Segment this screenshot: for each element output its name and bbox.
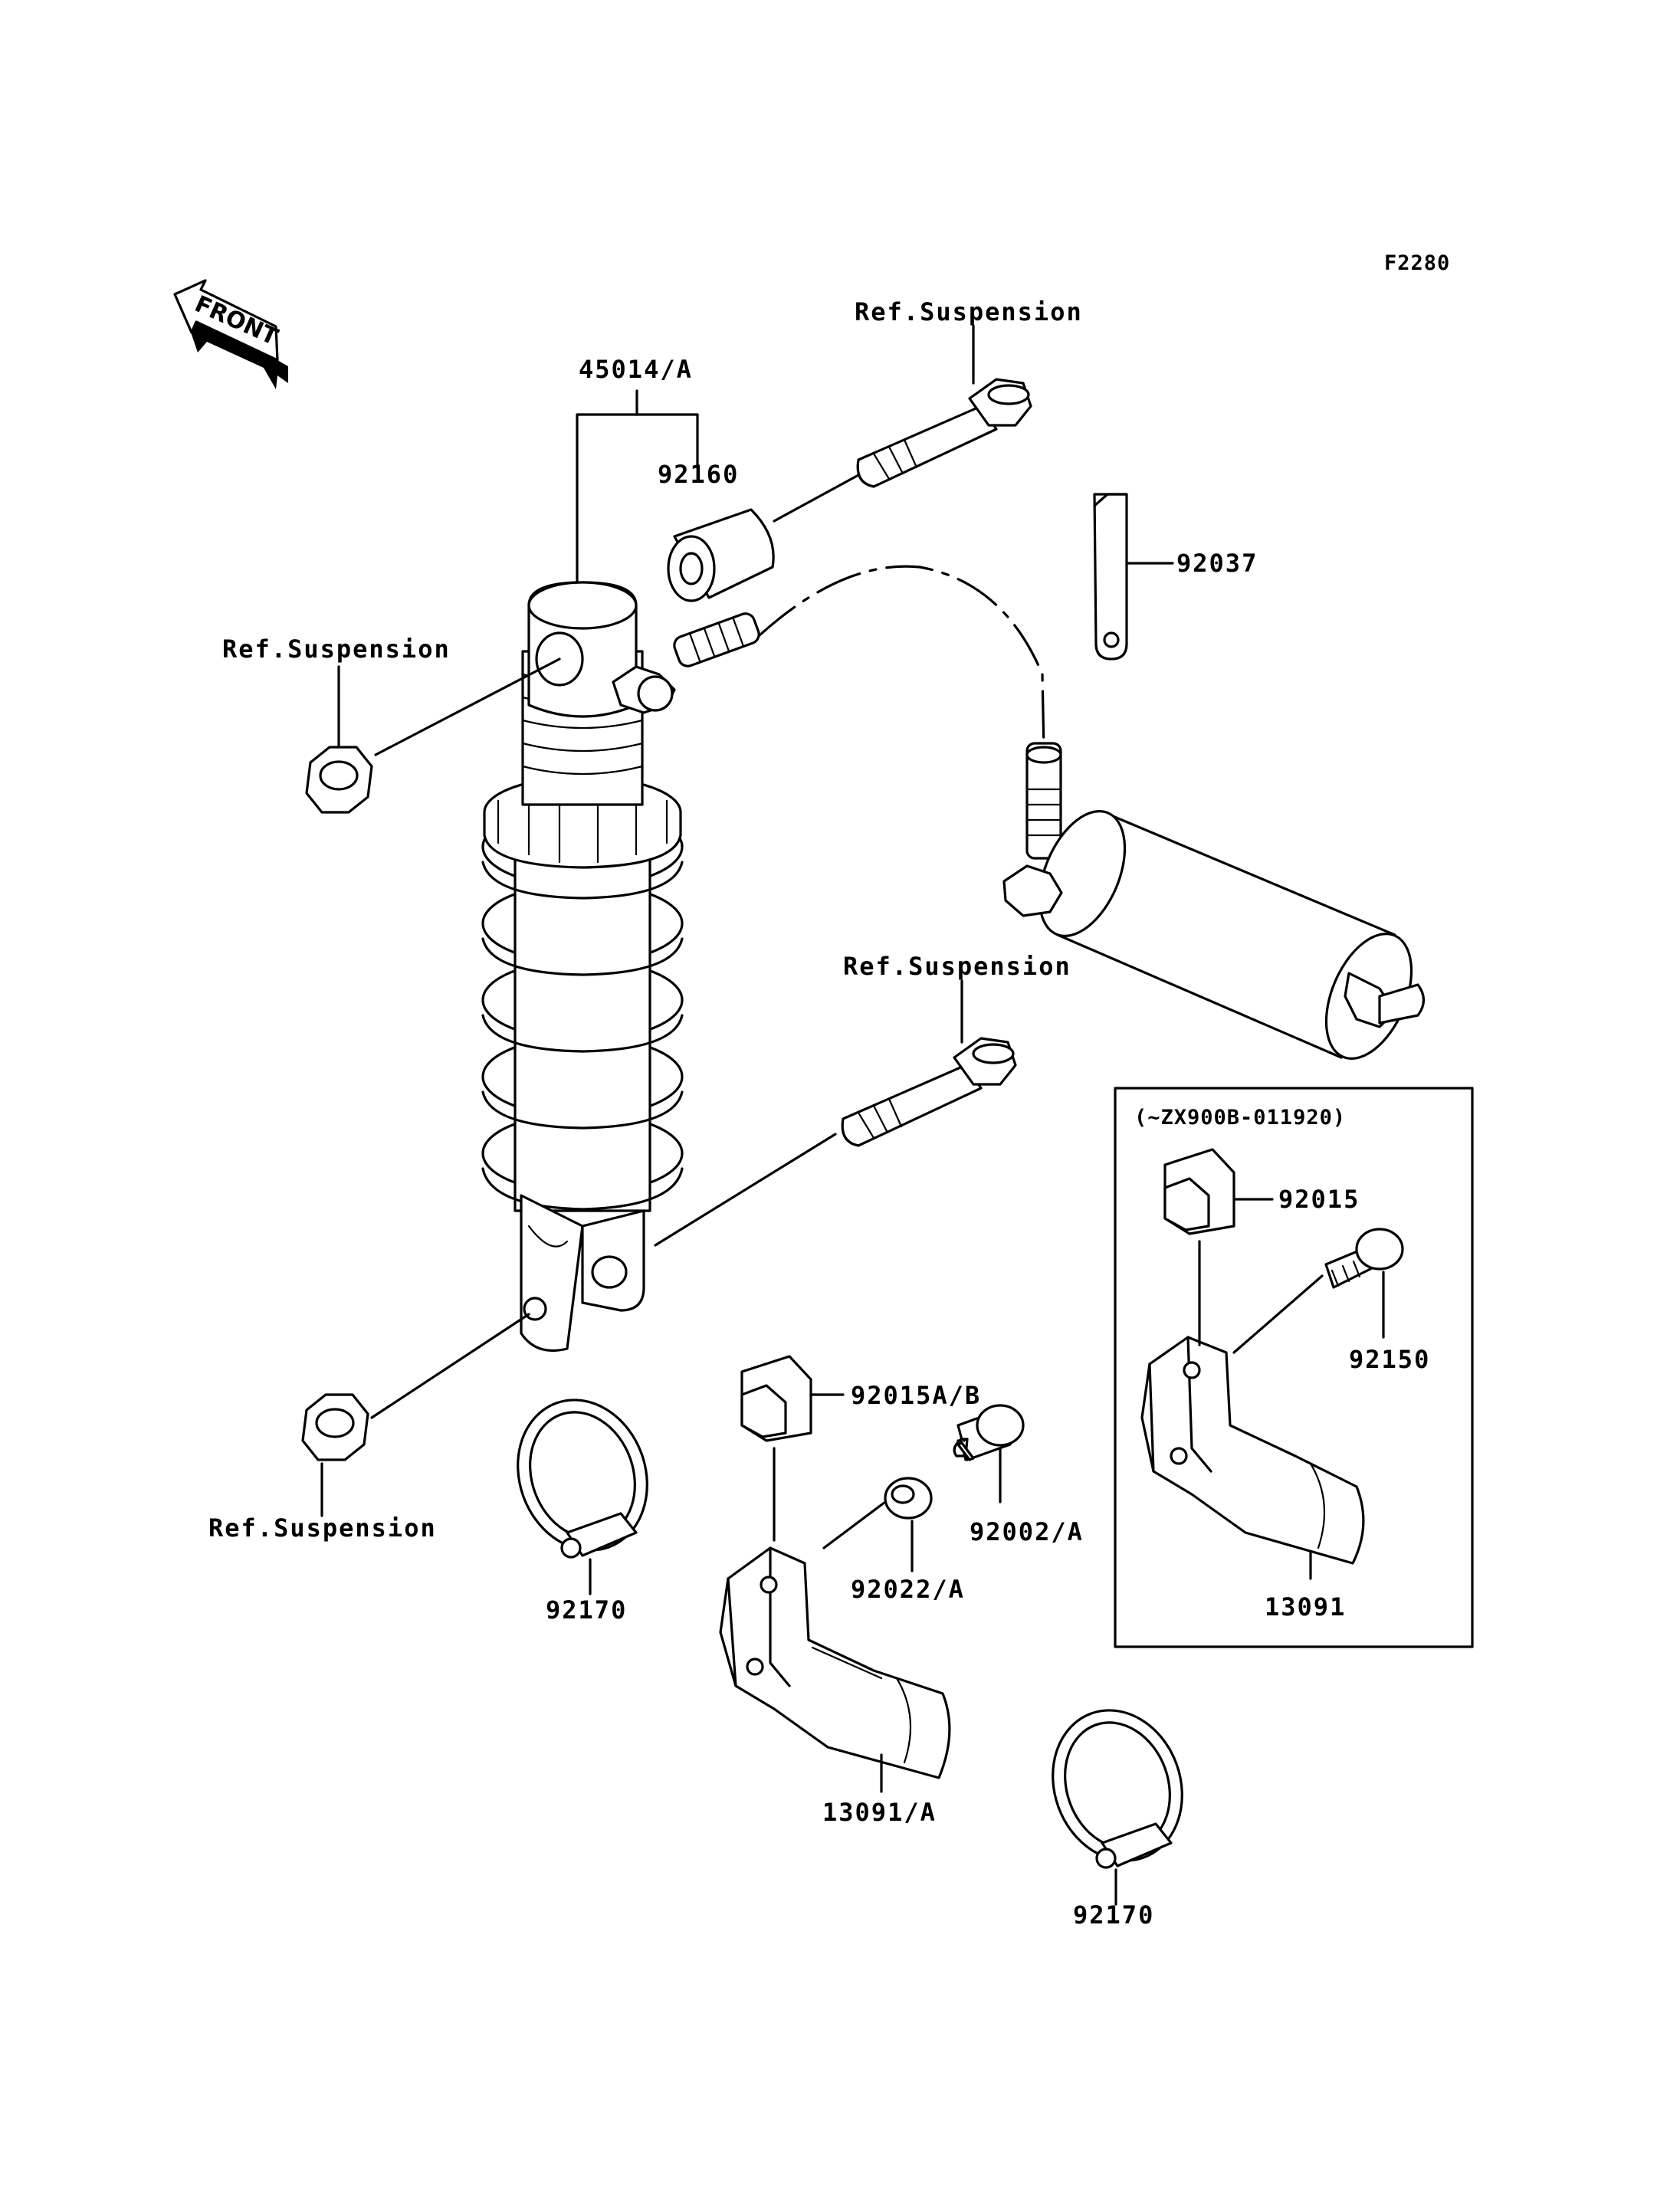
bolt-bottom xyxy=(841,1037,1017,1147)
label-92015: 92015 xyxy=(1278,1185,1360,1214)
label-92170-bottom: 92170 xyxy=(1073,1900,1154,1930)
variant-box-title: (~ZX900B-011920) xyxy=(1134,1106,1346,1130)
label-92160: 92160 xyxy=(658,460,739,489)
label-92150: 92150 xyxy=(1349,1345,1430,1374)
nut-top xyxy=(305,746,373,814)
cover-main xyxy=(719,1546,951,1779)
nut-clip-main xyxy=(740,1355,812,1442)
bolt-top xyxy=(856,378,1032,488)
cover-box xyxy=(1140,1336,1365,1565)
nut-clip-box xyxy=(1163,1148,1235,1235)
label-92002a: 92002/A xyxy=(970,1517,1084,1546)
bolt-box xyxy=(1324,1228,1404,1289)
label-92015ab: 92015A/B xyxy=(851,1381,981,1410)
front-arrow-icon: FRONT xyxy=(173,279,288,389)
leader-lines xyxy=(320,324,1385,1906)
label-ref-suspension-top-bolt: Ref.Suspension xyxy=(855,297,1083,326)
shock-absorber xyxy=(481,581,684,1353)
bolt-main-shaft xyxy=(956,1439,975,1461)
nut-bottom xyxy=(301,1393,369,1461)
reservoir xyxy=(673,565,1426,1060)
label-ref-suspension-top-nut: Ref.Suspension xyxy=(222,635,451,664)
label-13091a: 13091/A xyxy=(822,1798,937,1827)
label-ref-suspension-bottom-nut: Ref.Suspension xyxy=(208,1513,437,1543)
labels: 45014/A 92160 Ref.Suspension Ref.Suspens… xyxy=(208,297,1430,1930)
label-92022a: 92022/A xyxy=(851,1575,965,1604)
label-92037: 92037 xyxy=(1176,549,1258,578)
label-13091: 13091 xyxy=(1265,1592,1346,1622)
diagram-code: F2280 xyxy=(1384,251,1450,275)
label-92170-left: 92170 xyxy=(546,1595,627,1625)
clamp-bottom xyxy=(1052,1709,1183,1869)
bracket-clip xyxy=(1093,493,1128,661)
bushing xyxy=(667,508,775,602)
label-ref-suspension-bottom-bolt: Ref.Suspension xyxy=(843,952,1071,981)
washer-main xyxy=(884,1477,933,1520)
clamp-left xyxy=(517,1399,648,1559)
variant-box xyxy=(1114,1087,1474,1648)
label-45014a: 45014/A xyxy=(579,355,693,384)
